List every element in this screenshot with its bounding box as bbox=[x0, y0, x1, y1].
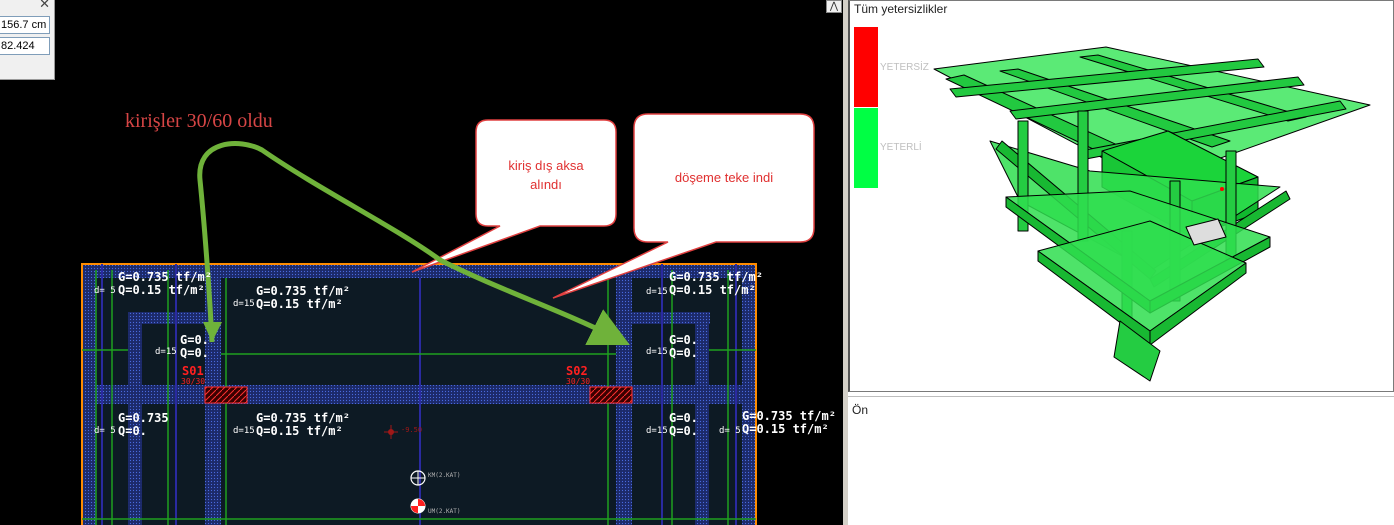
slab-label-4: G=0.Q=0. bbox=[180, 333, 209, 360]
callout-bubble-1 bbox=[411, 119, 617, 273]
thickness-label-9: d= 5 bbox=[719, 426, 741, 436]
beam-h2 bbox=[632, 312, 710, 324]
annotation-arrow bbox=[197, 141, 630, 345]
thickness-label-4: d=15 bbox=[155, 347, 177, 357]
3d-view-panel[interactable]: Tüm yetersizlikler YETERSİZ YETERLİ bbox=[848, 0, 1394, 392]
thickness-label-2: d=15 bbox=[233, 299, 255, 309]
close-icon[interactable]: ✕ bbox=[39, 0, 50, 12]
legend-sufficient-swatch bbox=[854, 108, 878, 188]
level-text-2: KM(2.KAT) bbox=[428, 472, 461, 479]
thickness-label-5: d=15 bbox=[646, 347, 668, 357]
beam-top bbox=[82, 264, 756, 278]
level-marker-3 bbox=[410, 498, 426, 514]
thickness-label-3: d=15 bbox=[646, 287, 668, 297]
front-view-panel[interactable]: Ön bbox=[848, 396, 1394, 525]
annotation-arrowhead-left bbox=[203, 322, 222, 342]
beam-tag-s02: S02 bbox=[566, 364, 588, 378]
thickness-label-6: d= 5 bbox=[94, 426, 116, 436]
beam-v4 bbox=[695, 312, 709, 392]
view-title: Tüm yetersizlikler bbox=[854, 2, 948, 16]
slab-label-5: G=0.Q=0. bbox=[669, 333, 698, 360]
slab-label-8: G=0.Q=0. bbox=[669, 411, 698, 438]
beam-size-s02: 30/30 bbox=[566, 377, 591, 386]
level-marker-2 bbox=[410, 470, 426, 486]
plan-drawing bbox=[81, 113, 815, 525]
y-coordinate-field[interactable]: 82.424 bbox=[0, 37, 50, 55]
3d-structure-model bbox=[933, 46, 1371, 382]
callout-text-2: döşeme teke indi bbox=[674, 170, 774, 185]
legend-insufficient-swatch bbox=[854, 27, 878, 107]
beam-v3 bbox=[128, 312, 142, 392]
plan-outline bbox=[81, 263, 757, 525]
callout-bubble-2 bbox=[552, 113, 815, 299]
beam-tag-s01: S01 bbox=[182, 364, 204, 378]
thickness-label-8: d=15 bbox=[646, 426, 668, 436]
callout-text-1: kiriş dış aksa alındı bbox=[508, 158, 584, 192]
legend-sufficient-label: YETERLİ bbox=[880, 142, 922, 153]
scroll-up-button[interactable]: ⋀ bbox=[826, 0, 842, 13]
level-text-1: -9.50 bbox=[401, 426, 423, 434]
panel-splitter[interactable] bbox=[843, 0, 848, 525]
beam-size-annotation: kirişler 30/60 oldu bbox=[125, 110, 273, 132]
beam-h1 bbox=[128, 312, 218, 324]
level-marker-1 bbox=[384, 425, 398, 439]
x-coordinate-field[interactable]: 156.7 cm bbox=[0, 16, 50, 34]
beam-size-s01: 30/30 bbox=[181, 377, 206, 386]
coordinate-box: ✕ 156.7 cm 82.424 bbox=[0, 0, 55, 80]
beam-left bbox=[82, 264, 96, 525]
thickness-label-7: d=15 bbox=[233, 426, 255, 436]
beam-right bbox=[742, 264, 756, 525]
legend-insufficient-label: YETERSİZ bbox=[880, 62, 929, 73]
thickness-label-1: d= 5 bbox=[94, 286, 116, 296]
front-view-title: Ön bbox=[852, 403, 869, 417]
level-text-3: UM(2.KAT) bbox=[428, 508, 461, 515]
